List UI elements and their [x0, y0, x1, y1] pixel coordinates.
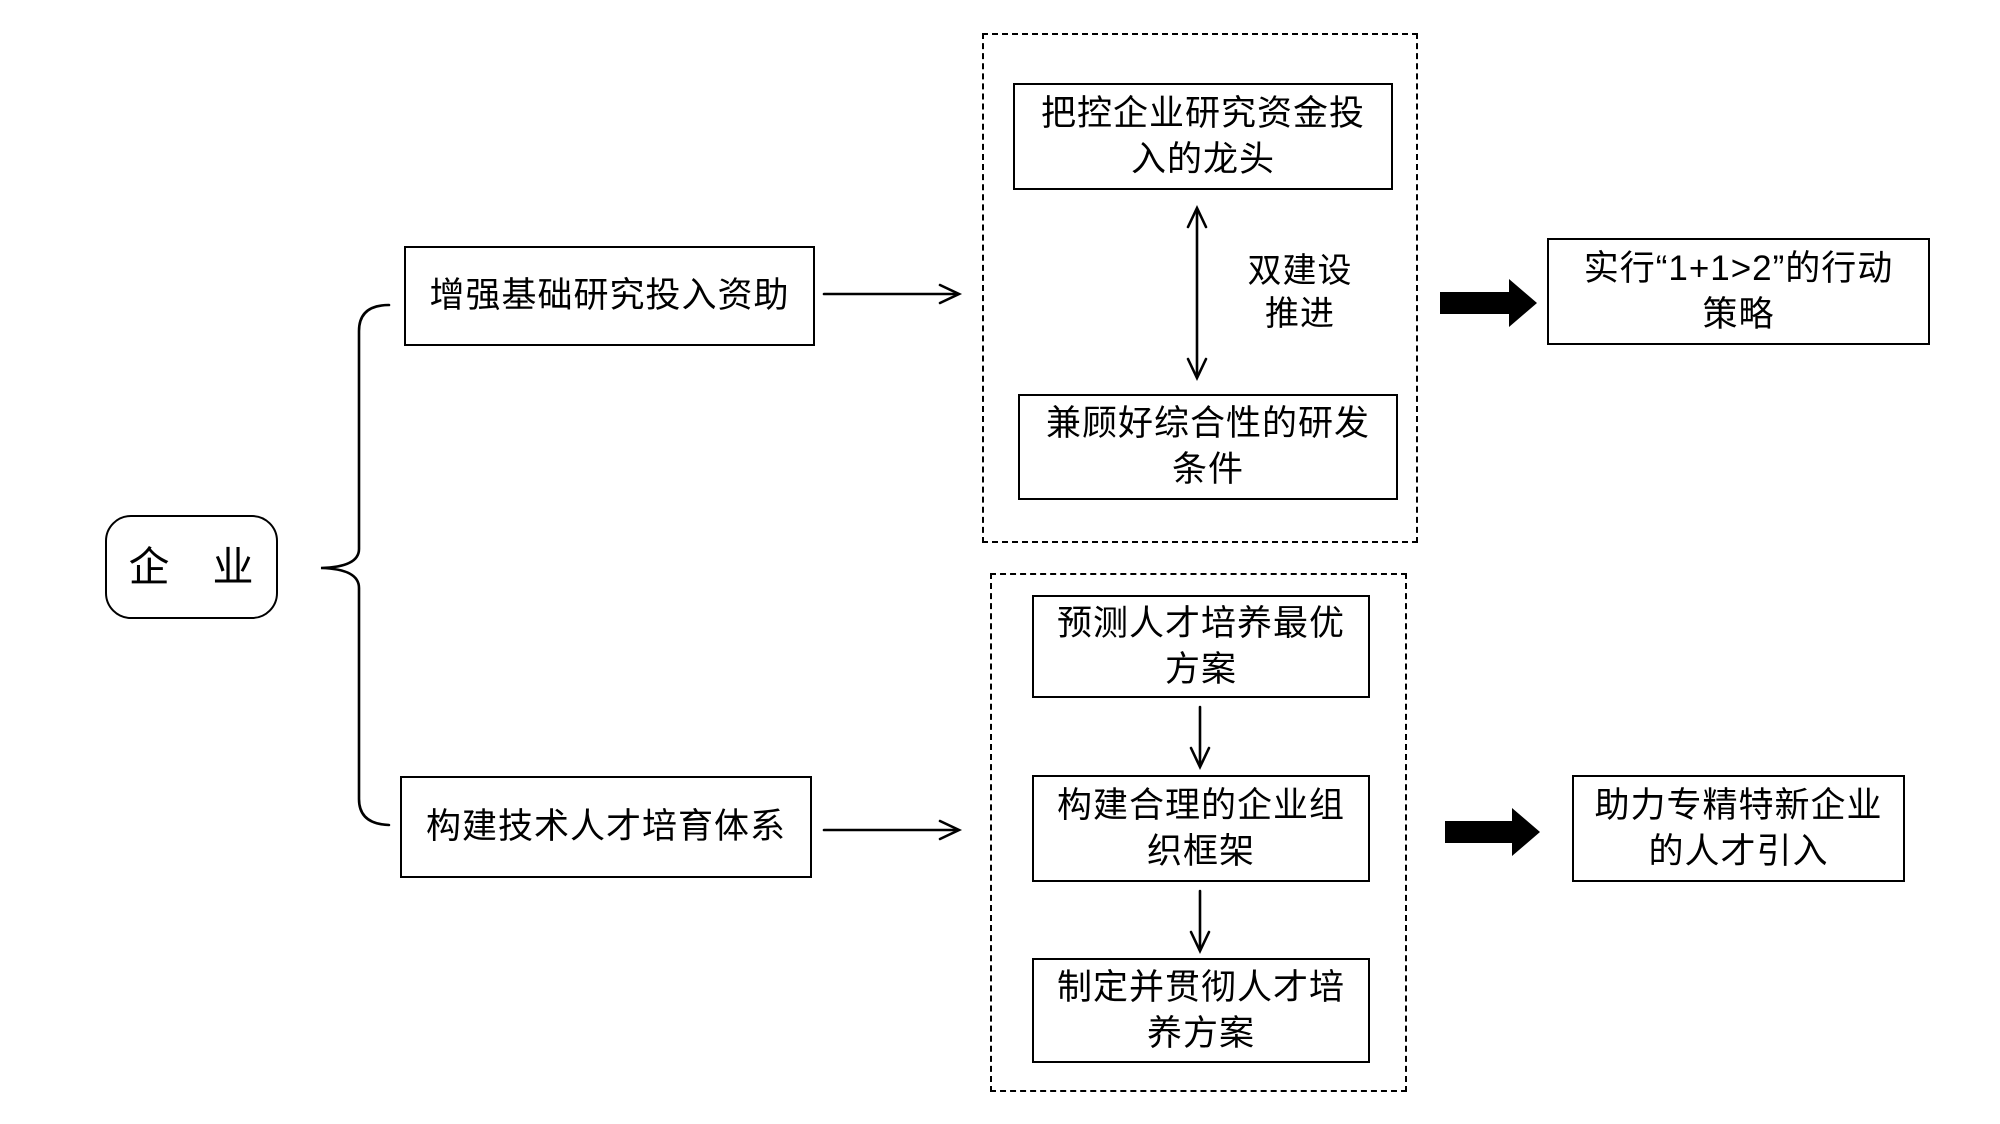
thick-arrow-bottom: [1445, 808, 1540, 856]
double-arrow-label: 双建设 推进: [1220, 248, 1380, 338]
thick-arrow-top: [1440, 279, 1537, 327]
talent-plan-box: 预测人才培养最优 方案: [1032, 595, 1370, 698]
text-line: 条件: [1171, 450, 1244, 489]
bottom-branch-box: 构建技术人才培育体系: [400, 776, 812, 878]
text-line: 养方案: [1146, 1013, 1255, 1053]
text-line: 策略: [1702, 294, 1775, 334]
top-branch-box: 增强基础研究投入资助: [404, 246, 815, 346]
funding-lead-box: 把控企业研究资金投 入的龙头: [1013, 83, 1393, 190]
text-line: 把控企业研究资金投: [1040, 93, 1365, 133]
text-line: 构建合理的企业组: [1056, 785, 1345, 825]
org-framework-box: 构建合理的企业组 织框架: [1032, 775, 1370, 882]
training-plan-box: 制定并贯彻人才培 养方案: [1032, 958, 1370, 1063]
top-dashed-group: [982, 33, 1418, 543]
text-line: 实行“1+1>2”的行动: [1583, 248, 1894, 288]
curly-brace: [320, 303, 391, 827]
rd-conditions-box: 兼顾好综合性的研发 条件: [1018, 394, 1398, 500]
outcome-top-box: 实行“1+1>2”的行动 策略: [1547, 238, 1930, 345]
down-arrow-2: [1189, 889, 1211, 955]
double-arrow: [1186, 204, 1208, 382]
text-line: 兼顾好综合性的研发: [1045, 404, 1370, 443]
bottom-branch-label: 构建技术人才培育体系: [425, 807, 786, 846]
bottom-branch-arrow: [822, 819, 963, 841]
text-line: 预测人才培养最优: [1056, 603, 1345, 643]
text-line: 助力专精特新企业: [1594, 785, 1883, 825]
root-node: 企 业: [105, 515, 278, 619]
down-arrow-1: [1189, 705, 1211, 771]
text-line: 的人才引入: [1648, 831, 1829, 871]
text-line: 双建设: [1247, 252, 1353, 290]
top-branch-label: 增强基础研究投入资助: [429, 276, 790, 315]
text-line: 入的龙头: [1130, 139, 1275, 179]
text-line: 织框架: [1146, 831, 1255, 871]
top-branch-arrow: [822, 283, 963, 305]
root-label: 企 业: [128, 544, 255, 590]
outcome-bottom-box: 助力专精特新企业 的人才引入: [1572, 775, 1905, 882]
text-line: 推进: [1265, 295, 1335, 333]
text-line: 方案: [1164, 649, 1237, 689]
text-line: 制定并贯彻人才培: [1056, 967, 1345, 1007]
bottom-dashed-group: [990, 573, 1407, 1092]
